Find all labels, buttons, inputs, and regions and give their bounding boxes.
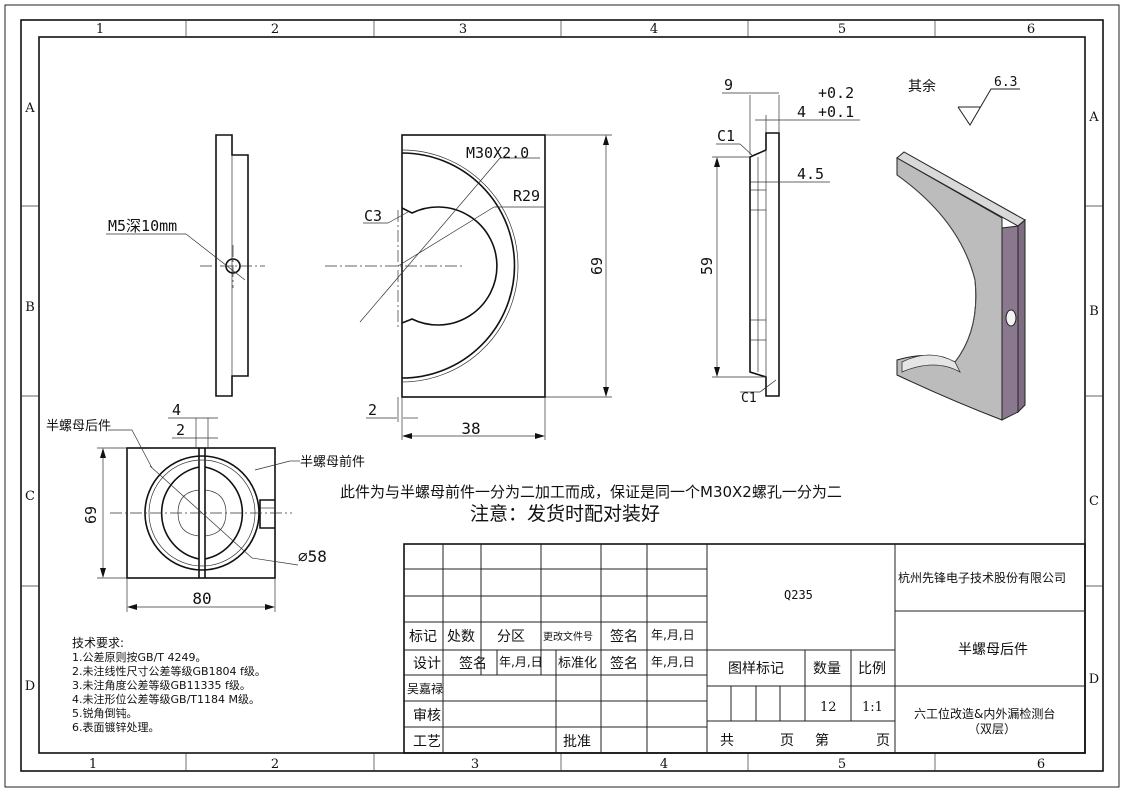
- m5-thread-label: M5深10mm: [108, 217, 177, 235]
- tb-design-label: 设计: [413, 656, 441, 672]
- dim-9-label: 9: [724, 76, 733, 94]
- zone-col-4-top: 4: [650, 22, 658, 37]
- zone-col-2-bottom: 2: [271, 757, 279, 772]
- zone-row-a-left: A: [24, 101, 35, 116]
- zone-col-1-bottom: 1: [89, 757, 97, 772]
- tech-item-6: 6.表面镀锌处理。: [72, 720, 160, 734]
- frame-border: [20, 19, 1104, 772]
- tb-designer-name: 吴嘉禄: [407, 681, 443, 696]
- zone-col-5-bottom: 5: [838, 757, 846, 772]
- tol-upper-label: +0.2: [818, 84, 854, 102]
- outer-border: [4, 4, 1120, 788]
- tb-company: 杭州先锋电子技术股份有限公司: [898, 570, 1066, 585]
- rear-part-label: 半螺母后件: [46, 419, 111, 434]
- rest-label: 其余: [908, 78, 936, 95]
- inner-border: [38, 36, 1086, 754]
- zone-row-a-right: A: [1088, 110, 1099, 125]
- zone-row-b-right: B: [1089, 304, 1099, 319]
- zone-row-c-right: C: [1089, 494, 1099, 509]
- tol-lower-label: +0.1: [818, 103, 854, 121]
- tb-mark-header: 标记: [409, 629, 437, 645]
- tb-material: Q235: [784, 588, 813, 602]
- tb-zone-header: 分区: [497, 629, 525, 645]
- tb-sheets-page1: 页: [780, 733, 794, 749]
- side-view-left: M5深10mm: [106, 134, 265, 397]
- title-block: 标记 处数 分区 更改文件号 签名 年,月,日 设计 签名 年,月,日 标准化 …: [403, 543, 1086, 754]
- asm-dim-2-label: 2: [176, 421, 185, 439]
- note-line-2: 注意：发货时配对装好: [470, 503, 660, 525]
- c1-top-label: C1: [717, 127, 735, 145]
- tb-review-label: 审核: [413, 708, 441, 724]
- c3-label: C3: [364, 207, 382, 225]
- tb-part-name: 半螺母后件: [958, 642, 1028, 658]
- tech-item-1: 1.公差原则按GB/T 4249。: [72, 650, 206, 664]
- tech-requirements: 技术要求: 1.公差原则按GB/T 4249。 2.未注线性尺寸公差等级GB18…: [72, 636, 266, 734]
- tb-standard-date: 年,月,日: [651, 655, 695, 669]
- zone-col-3-top: 3: [459, 22, 467, 37]
- tb-date-header: 年,月,日: [651, 628, 695, 642]
- tb-project-line1: 六工位改造&内外漏检测台: [914, 706, 1055, 721]
- surface-roughness-symbol: 其余 6.3: [908, 75, 1020, 126]
- tb-sign-header: 签名: [610, 628, 638, 645]
- dia-58-label: ∅58: [298, 547, 327, 566]
- zone-col-6-top: 6: [1027, 22, 1035, 37]
- tech-item-4: 4.未注形位公差等级GB/T1184 M级。: [72, 692, 260, 706]
- assembly-view: ∅58 半螺母后件 半螺母前件 4 2 69 80: [46, 401, 365, 612]
- tb-scale-label: 比例: [858, 661, 886, 677]
- tech-item-5: 5.锐角倒钝。: [72, 706, 138, 720]
- tb-docno-header: 更改文件号: [543, 630, 593, 643]
- tb-project-line2: （双层）: [968, 722, 1016, 736]
- tb-sheet-no: 第: [815, 732, 829, 749]
- zone-row-d-right: D: [1089, 672, 1099, 687]
- gap-2-label: 2: [368, 401, 377, 419]
- tb-scale-value: 1:1: [862, 700, 883, 715]
- roughness-value: 6.3: [994, 75, 1017, 90]
- tech-item-3: 3.未注角度公差等级GB11335 f级。: [72, 678, 251, 692]
- zone-row-d-left: D: [25, 679, 35, 694]
- tech-title: 技术要求:: [72, 636, 124, 650]
- tb-sheets-page2: 页: [876, 733, 890, 749]
- zone-row-c-left: C: [25, 489, 35, 504]
- asm-height-69-label: 69: [82, 506, 100, 524]
- tb-approve-label: 批准: [563, 734, 591, 750]
- dim-4-5-label: 4.5: [797, 165, 824, 183]
- zone-col-6-bottom: 6: [1037, 757, 1045, 772]
- tb-design-date: 年,月,日: [499, 655, 543, 669]
- m30-thread-label: M30X2.0: [466, 144, 529, 162]
- tb-process-label: 工艺: [413, 734, 441, 750]
- tb-design-sign: 签名: [459, 655, 487, 672]
- width-38-label: 38: [461, 419, 480, 438]
- zone-col-5-top: 5: [838, 22, 846, 37]
- asm-dim-4-label: 4: [172, 401, 181, 419]
- height-59-label: 59: [698, 257, 716, 275]
- tb-count-header: 处数: [447, 629, 475, 645]
- front-view: M30X2.0 R29 C3 69 38 2: [325, 134, 612, 440]
- r29-label: R29: [513, 187, 540, 205]
- zone-col-1-top: 1: [96, 22, 104, 37]
- note-line-1: 此件为与半螺母前件一分为二加工而成，保证是同一个M30X2螺孔一分为二: [340, 483, 842, 501]
- asm-width-80-label: 80: [192, 589, 211, 608]
- tb-qty-label: 数量: [813, 661, 841, 677]
- tb-stage-mark-label: 图样标记: [728, 661, 784, 677]
- zone-ticks: [21, 20, 1103, 771]
- front-part-label: 半螺母前件: [300, 454, 365, 470]
- zone-col-2-top: 2: [271, 22, 279, 37]
- side-view-right: 9 4 +0.2 +0.1 C1 4.5 59 C1: [698, 76, 860, 406]
- tb-qty-value: 12: [820, 700, 837, 715]
- tb-standard-label: 标准化: [558, 656, 597, 671]
- zone-col-3-bottom: 3: [471, 757, 479, 772]
- tb-sheets-total: 共: [720, 733, 734, 749]
- tech-item-2: 2.未注线性尺寸公差等级GB1804 f级。: [72, 664, 266, 678]
- height-69-label: 69: [588, 257, 606, 275]
- tb-standard-sign: 签名: [610, 655, 638, 672]
- zone-row-b-left: B: [25, 300, 35, 315]
- zone-col-4-bottom: 4: [660, 757, 668, 772]
- isometric-view: [896, 151, 1026, 421]
- c1-bottom-label: C1: [741, 391, 757, 406]
- dim-4-label: 4: [797, 103, 806, 121]
